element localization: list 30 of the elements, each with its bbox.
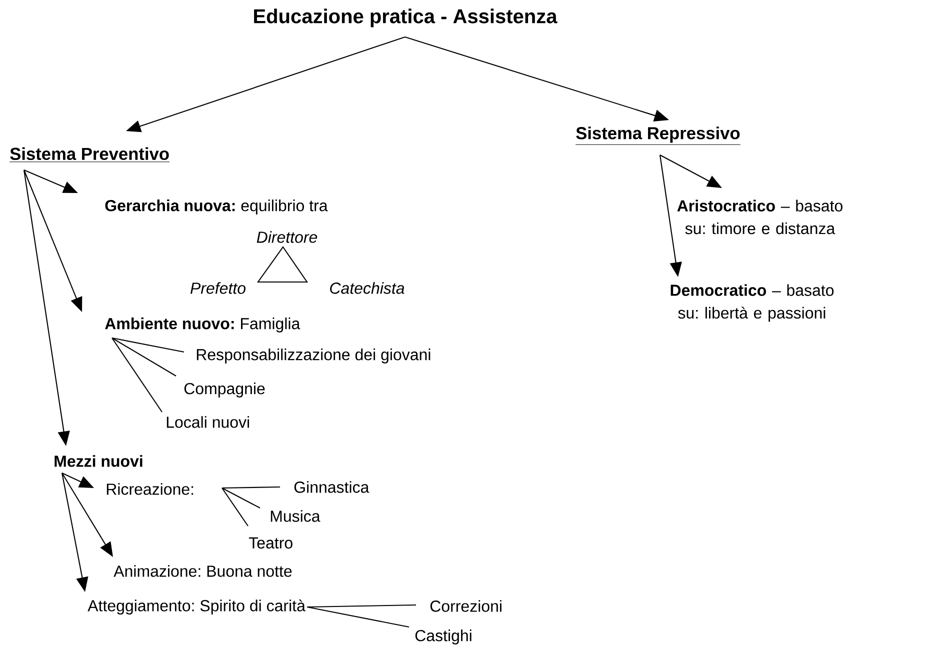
item-text: Ginnastica — [294, 481, 370, 493]
item-text: Musica — [270, 510, 320, 522]
item-text: Teatro — [248, 537, 292, 549]
item-text: Locali nuovi — [166, 416, 249, 428]
connector-line — [307, 604, 416, 608]
heading: Educazione pratica - Assistenza — [254, 8, 558, 28]
connector-line — [222, 488, 260, 508]
item-text: Correzioni — [430, 600, 502, 612]
item-text: Democratico – basato su: libertà e passioni — [670, 284, 834, 322]
item-text: Castighi — [415, 630, 472, 644]
item-text: Mezzi nuovi — [54, 455, 142, 467]
heading: Sistema Repressivo — [575, 126, 741, 145]
item-text: Compagnie — [184, 382, 265, 398]
role-label: Direttore — [256, 231, 318, 243]
connector-line — [222, 488, 248, 526]
item-text: Ambiente nuovo: Famiglia — [105, 318, 300, 332]
item-text: Atteggiamento: Spirito di carità — [88, 599, 306, 615]
heading: Sistema Preventivo — [9, 147, 170, 162]
connector-line — [112, 338, 162, 412]
item-text: Gerarchia nuova: equilibrio tra — [105, 200, 328, 214]
role-label: Catechista — [330, 282, 404, 294]
connector-line — [307, 606, 410, 628]
connector-line — [112, 338, 176, 376]
connector-line — [112, 337, 184, 353]
role-label: Prefetto — [190, 282, 246, 294]
item-text: Ricreazione: — [106, 483, 194, 495]
item-text: Animazione: Buona notte — [114, 565, 292, 577]
connector-line — [222, 486, 280, 489]
item-text: Aristocratico – basato su: timore e distanza — [677, 200, 842, 234]
item-text: Responsabilizzazione dei giovani — [196, 348, 430, 364]
